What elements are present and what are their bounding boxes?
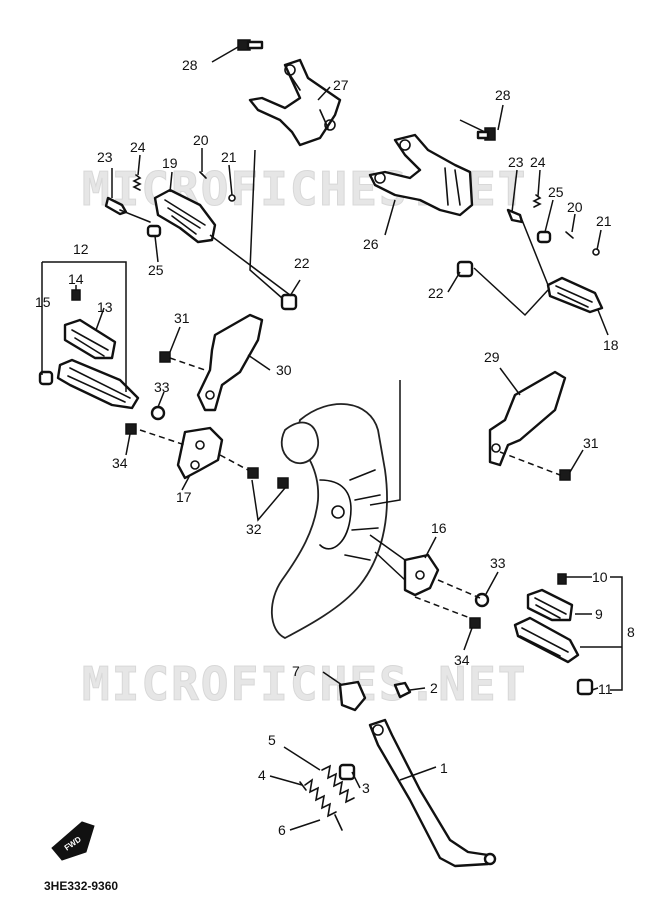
spring-24-left	[132, 174, 142, 191]
callout-23-left: 23	[97, 149, 113, 165]
callout-25-left: 25	[148, 262, 164, 278]
callout-30: 30	[276, 362, 292, 378]
callout-20-left: 20	[193, 132, 209, 148]
callout-17: 17	[176, 489, 192, 505]
springs-4-5	[299, 764, 355, 831]
callout-12: 12	[73, 241, 89, 257]
callout-23-right: 23	[508, 154, 524, 170]
callout-20-right: 20	[567, 199, 583, 215]
bolt-34-left	[125, 423, 137, 435]
callout-labels: 28 27 28 20 24 23 19 21 23 24 25 20 21 2…	[35, 57, 635, 838]
callout-16: 16	[431, 520, 447, 536]
callout-24-left: 24	[130, 139, 146, 155]
screw-14	[71, 289, 81, 301]
pin-23-left	[104, 196, 151, 223]
callout-7: 7	[292, 663, 300, 679]
callout-21-right: 21	[596, 213, 612, 229]
screw-31-left	[159, 351, 171, 363]
nut-22-right	[456, 260, 474, 278]
callout-34-right: 34	[454, 652, 470, 668]
callout-22-left: 22	[294, 255, 310, 271]
screw-31-right	[559, 469, 571, 481]
pin-20-left	[199, 171, 207, 179]
callout-11: 11	[598, 681, 613, 697]
nut-22-left	[280, 293, 298, 311]
callout-27: 27	[333, 77, 349, 93]
passenger-footrest-left	[153, 188, 217, 244]
callout-26: 26	[363, 236, 379, 252]
callout-31-left: 31	[174, 310, 190, 326]
passenger-footrest-right	[546, 276, 604, 314]
bolt-2	[393, 681, 412, 699]
callout-28-right: 28	[495, 87, 511, 103]
bolt-34-right	[469, 617, 481, 629]
callout-25-right: 25	[548, 184, 564, 200]
callout-6: 6	[278, 822, 286, 838]
footrest-bracket-16	[403, 553, 440, 597]
callout-13: 13	[97, 299, 113, 315]
callout-21-left: 21	[221, 149, 237, 165]
callout-33-left: 33	[154, 379, 170, 395]
collar-25-left	[146, 224, 162, 238]
callout-9: 9	[595, 606, 603, 622]
callout-3: 3	[362, 780, 370, 796]
footrest-rubber-9	[526, 588, 574, 622]
frame-silhouette	[270, 403, 388, 640]
footrest-8	[513, 616, 580, 664]
washer-33-right	[474, 592, 490, 608]
callout-32: 32	[246, 521, 262, 537]
callout-15: 15	[35, 294, 51, 310]
watermark-bottom: MICROFICHES.NET	[82, 657, 527, 711]
rear-footrest-bracket-right	[368, 133, 474, 217]
clip-21-right	[592, 248, 600, 256]
callout-33-right: 33	[490, 555, 506, 571]
heel-guard-29	[488, 370, 567, 467]
callout-4: 4	[258, 767, 266, 783]
callout-1: 1	[440, 760, 448, 776]
callout-24-right: 24	[530, 154, 546, 170]
callout-14: 14	[68, 271, 84, 287]
nut-11	[576, 678, 594, 696]
callout-18: 18	[603, 337, 619, 353]
callout-22-right: 22	[428, 285, 444, 301]
footrest-15	[38, 358, 140, 410]
callout-10: 10	[592, 569, 608, 585]
leader-lines	[41, 46, 623, 831]
spring-24-right	[532, 194, 542, 208]
sidestand-1	[368, 718, 497, 868]
callout-29: 29	[484, 349, 500, 365]
screw-10	[557, 573, 567, 585]
callout-34-left: 34	[112, 455, 128, 471]
footrest-bracket-17	[176, 426, 224, 480]
collar-25-right	[536, 230, 552, 244]
rear-footrest-bracket-left	[248, 58, 342, 147]
callout-19: 19	[162, 155, 178, 171]
footrest-rubber-13	[63, 318, 117, 360]
callout-8: 8	[627, 624, 635, 640]
bolt-28-top	[237, 39, 264, 51]
bolts-32	[247, 467, 289, 489]
sidestand-bracket-7	[338, 680, 367, 712]
heel-guard-30	[196, 313, 264, 412]
diagram-code: 3HE332-9360	[44, 879, 118, 893]
callout-5: 5	[268, 732, 276, 748]
callout-2: 2	[430, 680, 438, 696]
bolt-28-right	[476, 127, 496, 141]
callout-31-right: 31	[583, 435, 599, 451]
nut-3	[338, 763, 356, 781]
pin-20-right	[565, 231, 574, 239]
forward-arrow-icon: FWD	[51, 821, 95, 861]
callout-28-top: 28	[182, 57, 198, 73]
washer-33-left	[150, 405, 166, 421]
